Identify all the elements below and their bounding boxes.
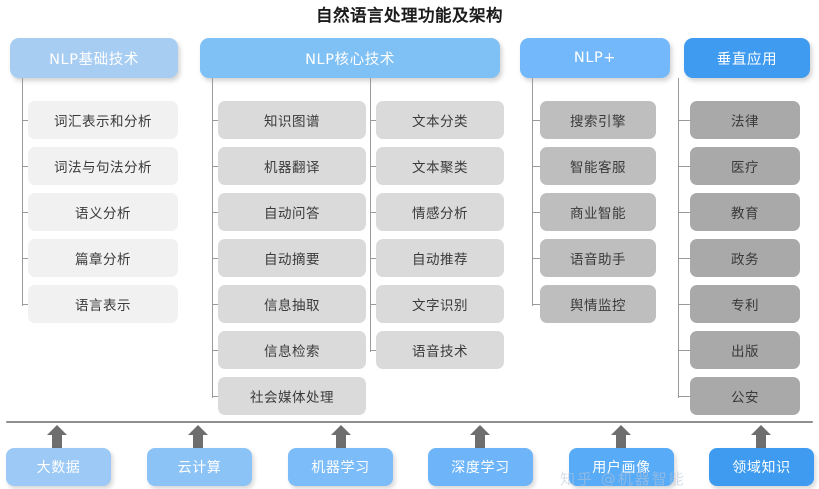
column-header-nlp-plus[interactable]: NLP+ (520, 38, 670, 78)
item-box[interactable]: 语音助手 (540, 239, 656, 277)
item-box[interactable]: 机器翻译 (218, 147, 366, 185)
item-box[interactable]: 法律 (690, 101, 800, 139)
connector-stub (678, 304, 694, 305)
up-arrow-icon (469, 424, 491, 448)
foundation-box-machine-learning[interactable]: 机器学习 (288, 448, 393, 486)
item-box[interactable]: 智能客服 (540, 147, 656, 185)
item-box[interactable]: 教育 (690, 193, 800, 231)
column-header-nlp-core[interactable]: NLP核心技术 (200, 38, 500, 78)
item-box[interactable]: 语言表示 (28, 285, 178, 323)
item-box[interactable]: 知识图谱 (218, 101, 366, 139)
item-box[interactable]: 词汇表示和分析 (28, 101, 178, 139)
up-arrow-icon (750, 424, 772, 448)
item-box[interactable]: 篇章分析 (28, 239, 178, 277)
foundation-box-user-profile[interactable]: 用户画像 (569, 448, 674, 486)
item-box[interactable]: 文本聚类 (376, 147, 504, 185)
connector-stub (678, 120, 694, 121)
item-box[interactable]: 信息抽取 (218, 285, 366, 323)
column-header-vertical-apps[interactable]: 垂直应用 (684, 38, 810, 78)
trunk-line-nlp-core-a (212, 78, 213, 398)
item-box[interactable]: 自动推荐 (376, 239, 504, 277)
up-arrow-icon (610, 424, 632, 448)
item-box[interactable]: 出版 (690, 331, 800, 369)
foundation-box-domain-knowledge[interactable]: 领域知识 (709, 448, 814, 486)
page-title: 自然语言处理功能及架构 (316, 6, 503, 25)
foundation-box-cloud-computing[interactable]: 云计算 (147, 448, 252, 486)
item-box[interactable]: 文本分类 (376, 101, 504, 139)
foundation-box-deep-learning[interactable]: 深度学习 (428, 448, 533, 486)
trunk-line-nlp-core-b (370, 78, 371, 352)
up-arrow-icon (330, 424, 352, 448)
item-box[interactable]: 搜索引擎 (540, 101, 656, 139)
trunk-line-nlp-plus (532, 78, 533, 306)
foundation-baseline (6, 421, 813, 423)
item-box[interactable]: 商业智能 (540, 193, 656, 231)
item-box[interactable]: 词法与句法分析 (28, 147, 178, 185)
up-arrow-icon (187, 424, 209, 448)
item-box[interactable]: 语音技术 (376, 331, 504, 369)
item-box[interactable]: 文字识别 (376, 285, 504, 323)
item-box[interactable]: 舆情监控 (540, 285, 656, 323)
connector-stub (678, 212, 694, 213)
item-box[interactable]: 自动摘要 (218, 239, 366, 277)
connector-stub (678, 166, 694, 167)
item-box[interactable]: 专利 (690, 285, 800, 323)
item-box[interactable]: 社会媒体处理 (218, 377, 366, 415)
column-header-nlp-basic[interactable]: NLP基础技术 (10, 38, 178, 78)
item-box[interactable]: 语义分析 (28, 193, 178, 231)
item-box[interactable]: 自动问答 (218, 193, 366, 231)
up-arrow-icon (46, 424, 68, 448)
item-box[interactable]: 信息检索 (218, 331, 366, 369)
item-box[interactable]: 政务 (690, 239, 800, 277)
item-box[interactable]: 公安 (690, 377, 800, 415)
foundation-box-big-data[interactable]: 大数据 (6, 448, 111, 486)
connector-stub (678, 258, 694, 259)
item-box[interactable]: 医疗 (690, 147, 800, 185)
connector-stub (678, 396, 694, 397)
trunk-line-vertical-apps (678, 78, 679, 398)
connector-stub (678, 350, 694, 351)
item-box[interactable]: 情感分析 (376, 193, 504, 231)
trunk-line-nlp-basic (22, 78, 23, 306)
